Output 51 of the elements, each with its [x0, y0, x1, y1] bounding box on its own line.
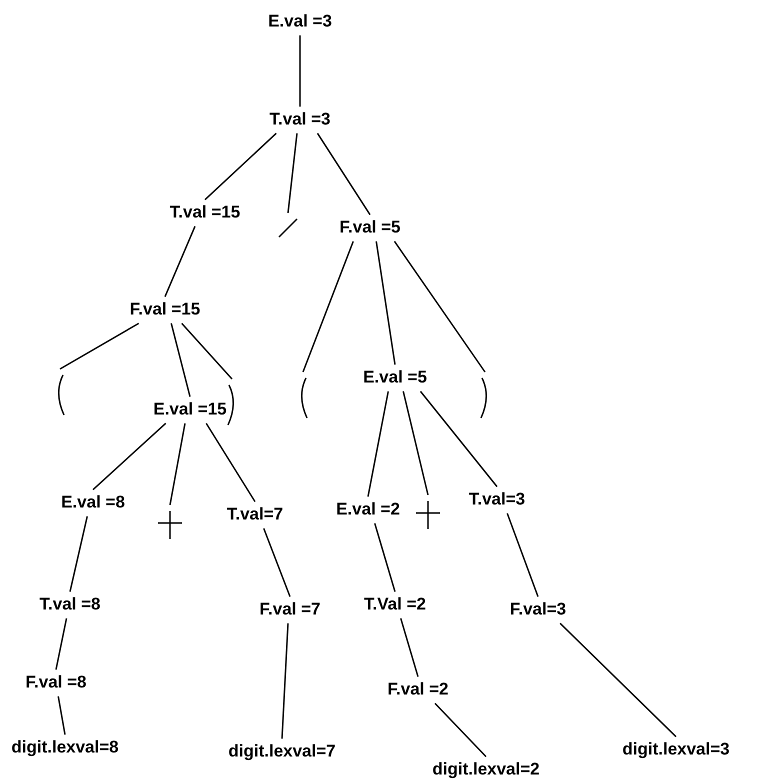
tree-edge: [394, 240, 486, 372]
tree-edge: [367, 391, 389, 497]
node-label: digit.lexval=3: [622, 740, 730, 760]
tree-edge: [204, 132, 277, 200]
plus-mark: [414, 499, 442, 531]
tree-edge: [287, 133, 298, 214]
tree-edge: [164, 226, 196, 297]
slash-mark: [277, 217, 299, 239]
tree-edge: [376, 241, 396, 365]
node-label: F.val =7: [260, 600, 320, 620]
tree-edge: [374, 523, 396, 592]
node-label: F.val =2: [388, 680, 448, 700]
tree-edge: [560, 622, 677, 738]
node-label: digit.lexval=8: [11, 738, 119, 758]
tree-edge: [302, 241, 354, 372]
node-label: T.val =8: [40, 596, 100, 614]
plus-mark: [156, 509, 184, 541]
tree-edge: [60, 322, 140, 370]
node-label: E.val =5: [363, 368, 427, 388]
node-label: F.val =5: [340, 218, 400, 238]
node-label: E.val =8: [61, 494, 125, 512]
node-label: E.val =2: [336, 500, 400, 520]
tree-edge: [434, 702, 487, 758]
node-label: T.val =15: [170, 204, 240, 222]
node-label: T.val=7: [226, 506, 284, 524]
node-label: F.val=3: [510, 600, 566, 620]
tree-edge: [206, 422, 256, 502]
node-label: digit.lexval=7: [228, 742, 336, 762]
tree-edge: [170, 323, 191, 397]
tree-edge: [506, 513, 539, 597]
node-label: F.val =8: [26, 674, 86, 692]
node-label: T.val=3: [468, 490, 526, 510]
node-label: digit.lexval=2: [432, 760, 540, 780]
tree-edge: [263, 528, 291, 597]
tree-edge: [55, 618, 68, 670]
tree-edge: [402, 391, 429, 496]
node-label: E.val =3: [268, 12, 332, 32]
node-label: T.Val =2: [364, 596, 426, 614]
tree-edge: [92, 422, 166, 490]
tree-edge: [316, 132, 371, 216]
tree-edge: [169, 423, 186, 506]
node-label: F.val =15: [130, 300, 200, 320]
tree-edge: [58, 696, 66, 735]
tree-edge: [281, 623, 289, 739]
node-label: E.val =15: [153, 400, 227, 420]
tree-edge: [400, 618, 419, 677]
tree-edge: [181, 322, 233, 380]
tree-edge: [69, 516, 88, 592]
tree-edge: [420, 390, 498, 488]
tree-edge: [299, 35, 301, 107]
node-label: T.val =3: [270, 110, 330, 130]
